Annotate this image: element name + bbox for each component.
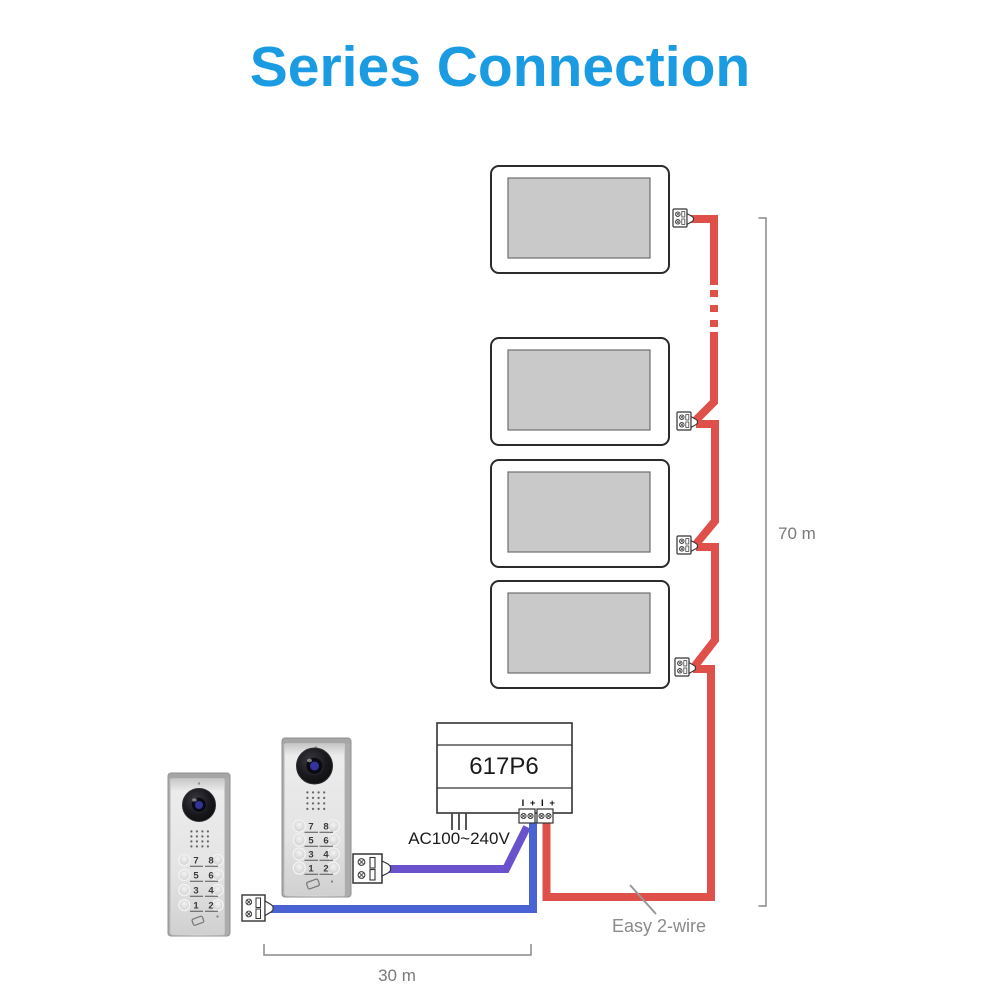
card-reader-icon [191, 915, 205, 926]
horizontal-distance-label: 30 m [378, 966, 416, 985]
door-panel-top [169, 773, 229, 779]
door-panel-side [345, 739, 351, 896]
card-reader-icon [305, 878, 321, 890]
keypad-digit: 6 [208, 871, 213, 882]
keypad-digit: 7 [308, 822, 313, 833]
call-button [326, 847, 340, 861]
wire-note-label: Easy 2-wire [612, 916, 706, 936]
keypad-digit: 6 [323, 836, 328, 847]
keypad-digit: 2 [208, 901, 213, 912]
wire-connector-door1 [241, 894, 274, 922]
call-button [326, 861, 340, 875]
indicator-hole [216, 915, 219, 918]
horizontal-distance-bracket [263, 944, 532, 956]
keypad-digit: 7 [193, 856, 198, 867]
call-button [292, 847, 306, 861]
call-button [326, 833, 340, 847]
call-button [211, 898, 224, 912]
call-button [292, 861, 306, 875]
vertical-distance-bracket [758, 217, 767, 907]
wire-connector-door2 [352, 853, 392, 884]
keypad-digit: 3 [308, 850, 313, 861]
indoor-monitor-1 [490, 165, 670, 274]
wire-note-pointer [629, 884, 657, 915]
keypad-digit: 5 [193, 871, 199, 882]
monitor4-connector [674, 657, 697, 677]
monitor1-connector [672, 208, 695, 228]
monitor3-connector [676, 535, 699, 555]
keypad-digit: 3 [193, 886, 198, 897]
keypad: 7 8 5 6 3 4 1 2 [292, 819, 340, 875]
call-button [292, 819, 306, 833]
wire-monitor4-to-power [542, 665, 715, 901]
keypad: 7 8 5 6 3 4 1 2 [178, 853, 224, 912]
call-button [326, 819, 340, 833]
keypad-digit: 4 [208, 886, 214, 897]
wire-monitor2-to-monitor3 [692, 420, 719, 547]
indicator-hole [330, 880, 334, 883]
psu-terminal-block-right [536, 808, 554, 824]
door-station-2: 7 8 5 6 3 4 1 2 [281, 737, 352, 898]
keypad-digit: 4 [323, 850, 329, 861]
door-panel-top [283, 738, 350, 744]
call-button [211, 868, 224, 882]
power-supply-unit: 617P6 I + I + AC100~240V [408, 722, 573, 848]
call-button [211, 883, 224, 897]
call-button [211, 853, 224, 867]
monitor-screen [507, 349, 651, 431]
keypad-digit: 5 [308, 836, 314, 847]
wire-monitor3-to-monitor4 [690, 543, 719, 670]
speaker-grille [305, 790, 328, 812]
monitor2-connector [676, 411, 699, 431]
keypad-digit: 2 [323, 864, 328, 875]
call-button [292, 833, 306, 847]
call-button [178, 898, 191, 912]
keypad-digit: 8 [323, 822, 328, 833]
monitor-screen [507, 177, 651, 259]
door-station-1: 7 8 5 6 3 4 1 2 [167, 772, 231, 937]
keypad-digit: 1 [308, 864, 314, 875]
mic-hole [197, 782, 201, 785]
vertical-distance-label: 70 m [778, 524, 816, 543]
psu-terminal-block-left [518, 808, 536, 824]
psu-terminal-marks: I + I + [522, 798, 557, 809]
wire-monitor1-out [690, 215, 718, 285]
keypad-digit: 8 [208, 856, 213, 867]
monitor-screen [507, 592, 651, 674]
camera [182, 788, 216, 822]
page-title: Series Connection [249, 35, 751, 99]
psu-body [436, 722, 573, 814]
speaker-grille [189, 829, 212, 849]
series-wire-red [542, 215, 719, 901]
psu-input-label: AC100~240V [408, 829, 510, 848]
call-button [178, 868, 191, 882]
keypad-digit: 1 [193, 901, 199, 912]
indoor-monitor-2 [490, 337, 670, 446]
wire-door2-to-power [386, 825, 531, 873]
psu-ac-pins [451, 813, 467, 830]
monitor-screen [507, 471, 651, 553]
call-button [178, 883, 191, 897]
indoor-monitor-4 [490, 580, 670, 689]
wire-into-monitor2 [693, 332, 718, 423]
wire-door1-to-power [267, 822, 537, 913]
camera [296, 747, 333, 785]
door-panel-side [224, 774, 230, 935]
psu-model-label: 617P6 [469, 753, 538, 780]
call-button [178, 853, 191, 867]
indoor-monitor-3 [490, 459, 670, 568]
